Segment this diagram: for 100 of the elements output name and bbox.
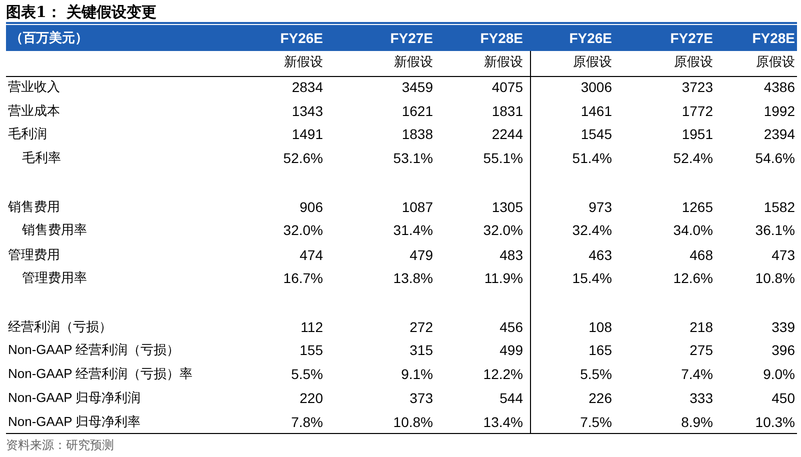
table-cell: 155 — [300, 341, 323, 359]
column-header: 原假设 — [573, 54, 612, 72]
figure-title: 图表1： 关键假设变更 — [6, 3, 157, 21]
table-cell: 1621 — [402, 102, 433, 120]
table-cell: 3459 — [402, 78, 433, 96]
row-label: 管理费用率 — [22, 269, 87, 287]
table-cell: 10.8% — [755, 269, 795, 287]
table-cell: 2244 — [492, 125, 523, 143]
table-cell: 456 — [500, 318, 523, 336]
table-cell: 315 — [410, 341, 433, 359]
column-header: FY27E — [390, 29, 433, 47]
table-cell: 339 — [772, 318, 795, 336]
table-cell: 2834 — [292, 78, 323, 96]
table-cell: 7.4% — [681, 365, 713, 383]
table-cell: 52.6% — [283, 149, 323, 167]
column-header: （百万美元） — [10, 29, 88, 47]
column-header: 原假设 — [756, 54, 795, 72]
row-label: 毛利率 — [22, 149, 61, 167]
table-cell: 1343 — [292, 102, 323, 120]
table-cell: 463 — [588, 246, 612, 264]
table-cell: 8.9% — [681, 413, 713, 431]
table-cell: 32.4% — [572, 221, 612, 239]
table-cell: 396 — [772, 341, 795, 359]
row-label: Non-GAAP 归母净利润 — [8, 389, 141, 407]
table-cell: 12.6% — [673, 269, 713, 287]
table-cell: 1772 — [682, 102, 713, 120]
table-cell: 1491 — [292, 125, 323, 143]
source-note: 资料来源：研究预测 — [6, 437, 114, 454]
table-cell: 272 — [410, 318, 433, 336]
table-cell: 973 — [588, 198, 612, 216]
table-cell: 10.3% — [755, 413, 795, 431]
column-header: 新假设 — [284, 54, 323, 72]
table-cell: 51.4% — [572, 149, 612, 167]
table-cell: 13.4% — [483, 413, 523, 431]
row-label: Non-GAAP 经营利润（亏损）率 — [8, 365, 193, 383]
table-cell: 15.4% — [572, 269, 612, 287]
table-cell: 1838 — [402, 125, 433, 143]
table-cell: 5.5% — [580, 365, 612, 383]
table-cell: 474 — [300, 246, 323, 264]
table-cell: 13.8% — [393, 269, 433, 287]
column-header: FY27E — [670, 29, 713, 47]
row-label: Non-GAAP 经营利润（亏损） — [8, 341, 180, 359]
table-cell: 54.6% — [755, 149, 795, 167]
row-label: 营业成本 — [8, 102, 60, 120]
table-cell: 1087 — [402, 198, 433, 216]
row-label: 销售费用 — [8, 198, 60, 216]
table-cell: 16.7% — [283, 269, 323, 287]
table-cell: 7.8% — [291, 413, 323, 431]
table-cell: 52.4% — [673, 149, 713, 167]
table-cell: 544 — [500, 389, 523, 407]
table-cell: 4075 — [492, 78, 523, 96]
table-cell: 473 — [772, 246, 795, 264]
column-header: 原假设 — [674, 54, 713, 72]
row-label: 销售费用率 — [22, 221, 87, 239]
table-cell: 1831 — [492, 102, 523, 120]
table-cell: 450 — [772, 389, 795, 407]
table-cell: 9.1% — [401, 365, 433, 383]
table-cell: 53.1% — [393, 149, 433, 167]
table-cell: 373 — [410, 389, 433, 407]
table-cell: 3723 — [682, 78, 713, 96]
row-label: 毛利润 — [8, 125, 47, 143]
table-cell: 4386 — [764, 78, 795, 96]
row-label: 营业收入 — [8, 78, 60, 96]
table-cell: 275 — [690, 341, 713, 359]
table-cell: 906 — [300, 198, 323, 216]
table-cell: 31.4% — [393, 221, 433, 239]
column-header: FY28E — [480, 29, 523, 47]
table-cell: 479 — [410, 246, 433, 264]
table-cell: 468 — [690, 246, 713, 264]
row-label: Non-GAAP 归母净利率 — [8, 413, 141, 431]
table-cell: 226 — [588, 389, 612, 407]
column-header: FY28E — [752, 29, 795, 47]
table-cell: 1461 — [580, 102, 612, 120]
table-cell: 499 — [500, 341, 523, 359]
table-cell: 1951 — [682, 125, 713, 143]
table-cell: 5.5% — [291, 365, 323, 383]
table-cell: 55.1% — [483, 149, 523, 167]
table-cell: 483 — [500, 246, 523, 264]
table-cell: 3006 — [580, 78, 612, 96]
row-label: 经营利润（亏损） — [8, 318, 112, 336]
table-cell: 218 — [690, 318, 713, 336]
table-cell: 1545 — [580, 125, 612, 143]
table-cell: 11.9% — [484, 269, 523, 287]
table-cell: 220 — [300, 389, 323, 407]
table-cell: 108 — [588, 318, 612, 336]
table-cell: 1265 — [682, 198, 713, 216]
column-header: FY26E — [280, 29, 323, 47]
table-cell: 7.5% — [580, 413, 612, 431]
column-header: FY26E — [569, 29, 612, 47]
table-cell: 165 — [588, 341, 612, 359]
column-header: 新假设 — [394, 54, 433, 72]
table-cell: 333 — [690, 389, 713, 407]
row-label: 管理费用 — [8, 246, 60, 264]
table-cell: 32.0% — [283, 221, 323, 239]
table-cell: 10.8% — [393, 413, 433, 431]
table-cell: 9.0% — [763, 365, 795, 383]
table-cell: 2394 — [764, 125, 795, 143]
table-cell: 34.0% — [673, 221, 713, 239]
table-cell: 1305 — [492, 198, 523, 216]
table-cell: 1992 — [764, 102, 795, 120]
